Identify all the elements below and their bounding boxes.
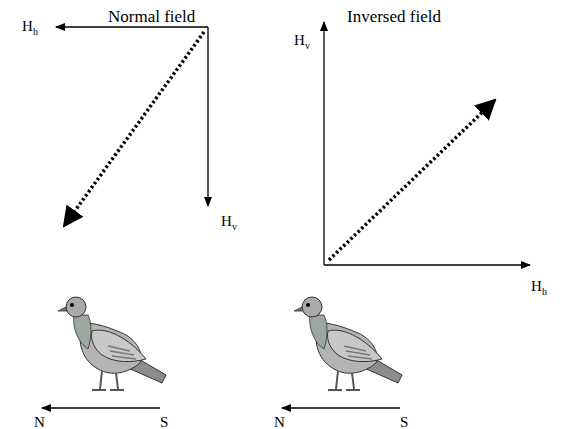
panel-title: Inversed field — [347, 8, 441, 25]
direction-arrow — [282, 407, 400, 408]
vertical-field-arrow — [207, 27, 208, 206]
field-symbol: H — [294, 33, 305, 48]
field-subscript: v — [305, 41, 310, 51]
resultant-field-arrow — [329, 100, 495, 260]
compass-letter: N — [34, 415, 45, 429]
horizontal-field-arrow — [56, 26, 208, 27]
resultant-field-arrow — [64, 32, 204, 226]
direction-arrow — [42, 407, 160, 408]
compass-letter: S — [400, 415, 408, 429]
vertical-field-arrow — [323, 22, 324, 265]
field-subscript: h — [33, 27, 38, 37]
field-symbol: H — [531, 279, 542, 294]
horizontal-field-arrow — [324, 264, 530, 265]
compass-letter: N — [274, 415, 285, 429]
pigeon-illustration — [58, 297, 166, 390]
panel-title: Normal field — [108, 8, 195, 25]
field-symbol: H — [221, 214, 232, 229]
field-subscript: h — [542, 287, 547, 297]
field-symbol: H — [22, 19, 33, 34]
compass-letter: S — [160, 415, 168, 429]
field-subscript: v — [232, 222, 237, 232]
pigeon-illustration — [294, 297, 402, 390]
